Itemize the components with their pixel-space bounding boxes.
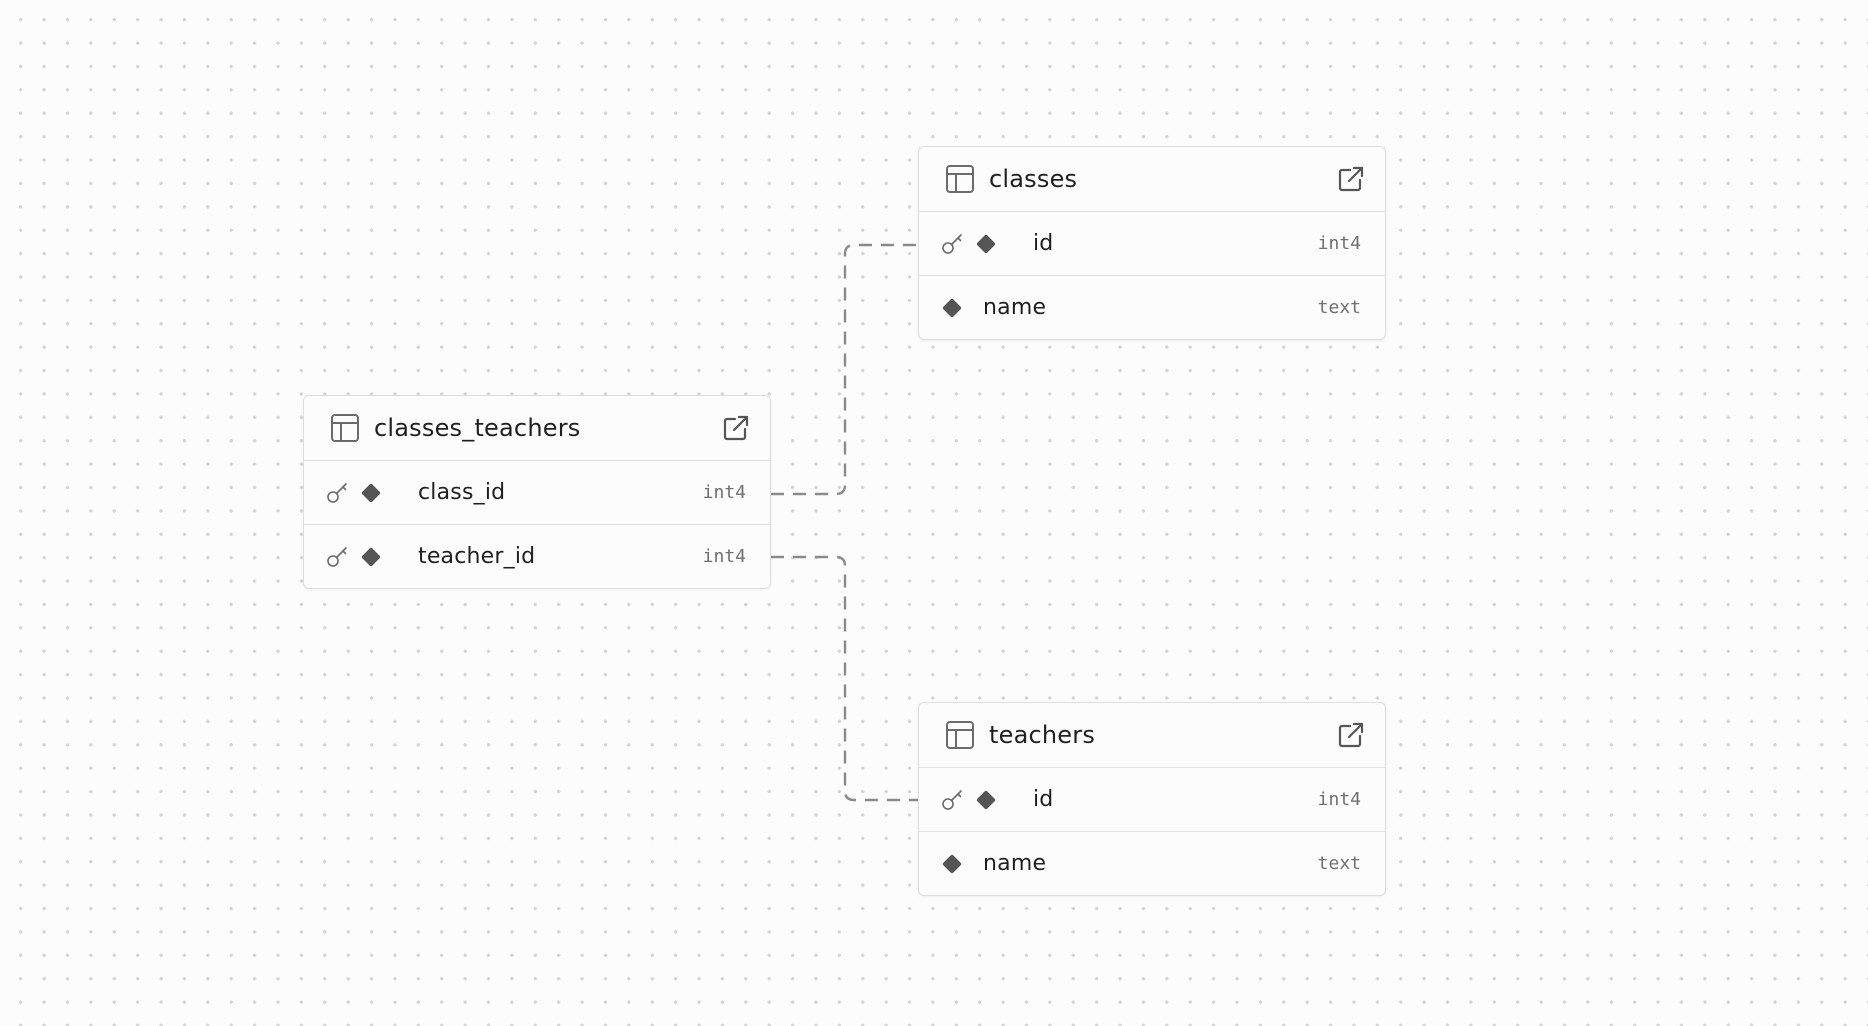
relationship-line-class-id-to-classes-id[interactable] [771,243,920,496]
column-name: id [1033,231,1054,256]
column-type: int4 [1317,233,1361,254]
column-name: id [1033,787,1054,812]
diamond-icon [360,546,382,568]
external-link-icon[interactable] [1337,721,1365,749]
table-header: teachers [919,703,1385,768]
table-icon [330,413,360,443]
column-type: text [1317,853,1361,874]
key-icon [326,545,350,569]
diamond-icon [360,482,382,504]
column-name: name [983,851,1047,876]
table-header: classes_teachers [304,396,770,461]
table-card-classes[interactable]: classes id int4 name text [918,146,1386,340]
table-card-teachers[interactable]: teachers id int4 name text [918,702,1386,896]
column-row-name[interactable]: name text [919,276,1385,339]
column-row-id[interactable]: id int4 [919,768,1385,832]
diamond-icon [975,789,997,811]
table-icon [945,720,975,750]
column-name: name [983,295,1047,320]
table-icon [945,164,975,194]
column-row-id[interactable]: id int4 [919,212,1385,276]
column-row-name[interactable]: name text [919,832,1385,895]
column-name: class_id [418,480,506,505]
table-name: classes [989,165,1078,193]
column-row-class-id[interactable]: class_id int4 [304,461,770,525]
diamond-icon [941,853,963,875]
diamond-icon [975,233,997,255]
table-name: classes_teachers [374,414,581,442]
table-card-classes-teachers[interactable]: classes_teachers class_id int4 teacher_i… [303,395,771,589]
column-name: teacher_id [418,544,536,569]
column-type: int4 [702,482,746,503]
external-link-icon[interactable] [1337,165,1365,193]
relationship-line-teacher-id-to-teachers-id[interactable] [771,555,920,802]
column-row-teacher-id[interactable]: teacher_id int4 [304,525,770,588]
key-icon [941,232,965,256]
external-link-icon[interactable] [722,414,750,442]
key-icon [326,481,350,505]
key-icon [941,788,965,812]
column-type: int4 [702,546,746,567]
column-type: text [1317,297,1361,318]
table-name: teachers [989,721,1096,749]
table-header: classes [919,147,1385,212]
column-type: int4 [1317,789,1361,810]
diamond-icon [941,297,963,319]
